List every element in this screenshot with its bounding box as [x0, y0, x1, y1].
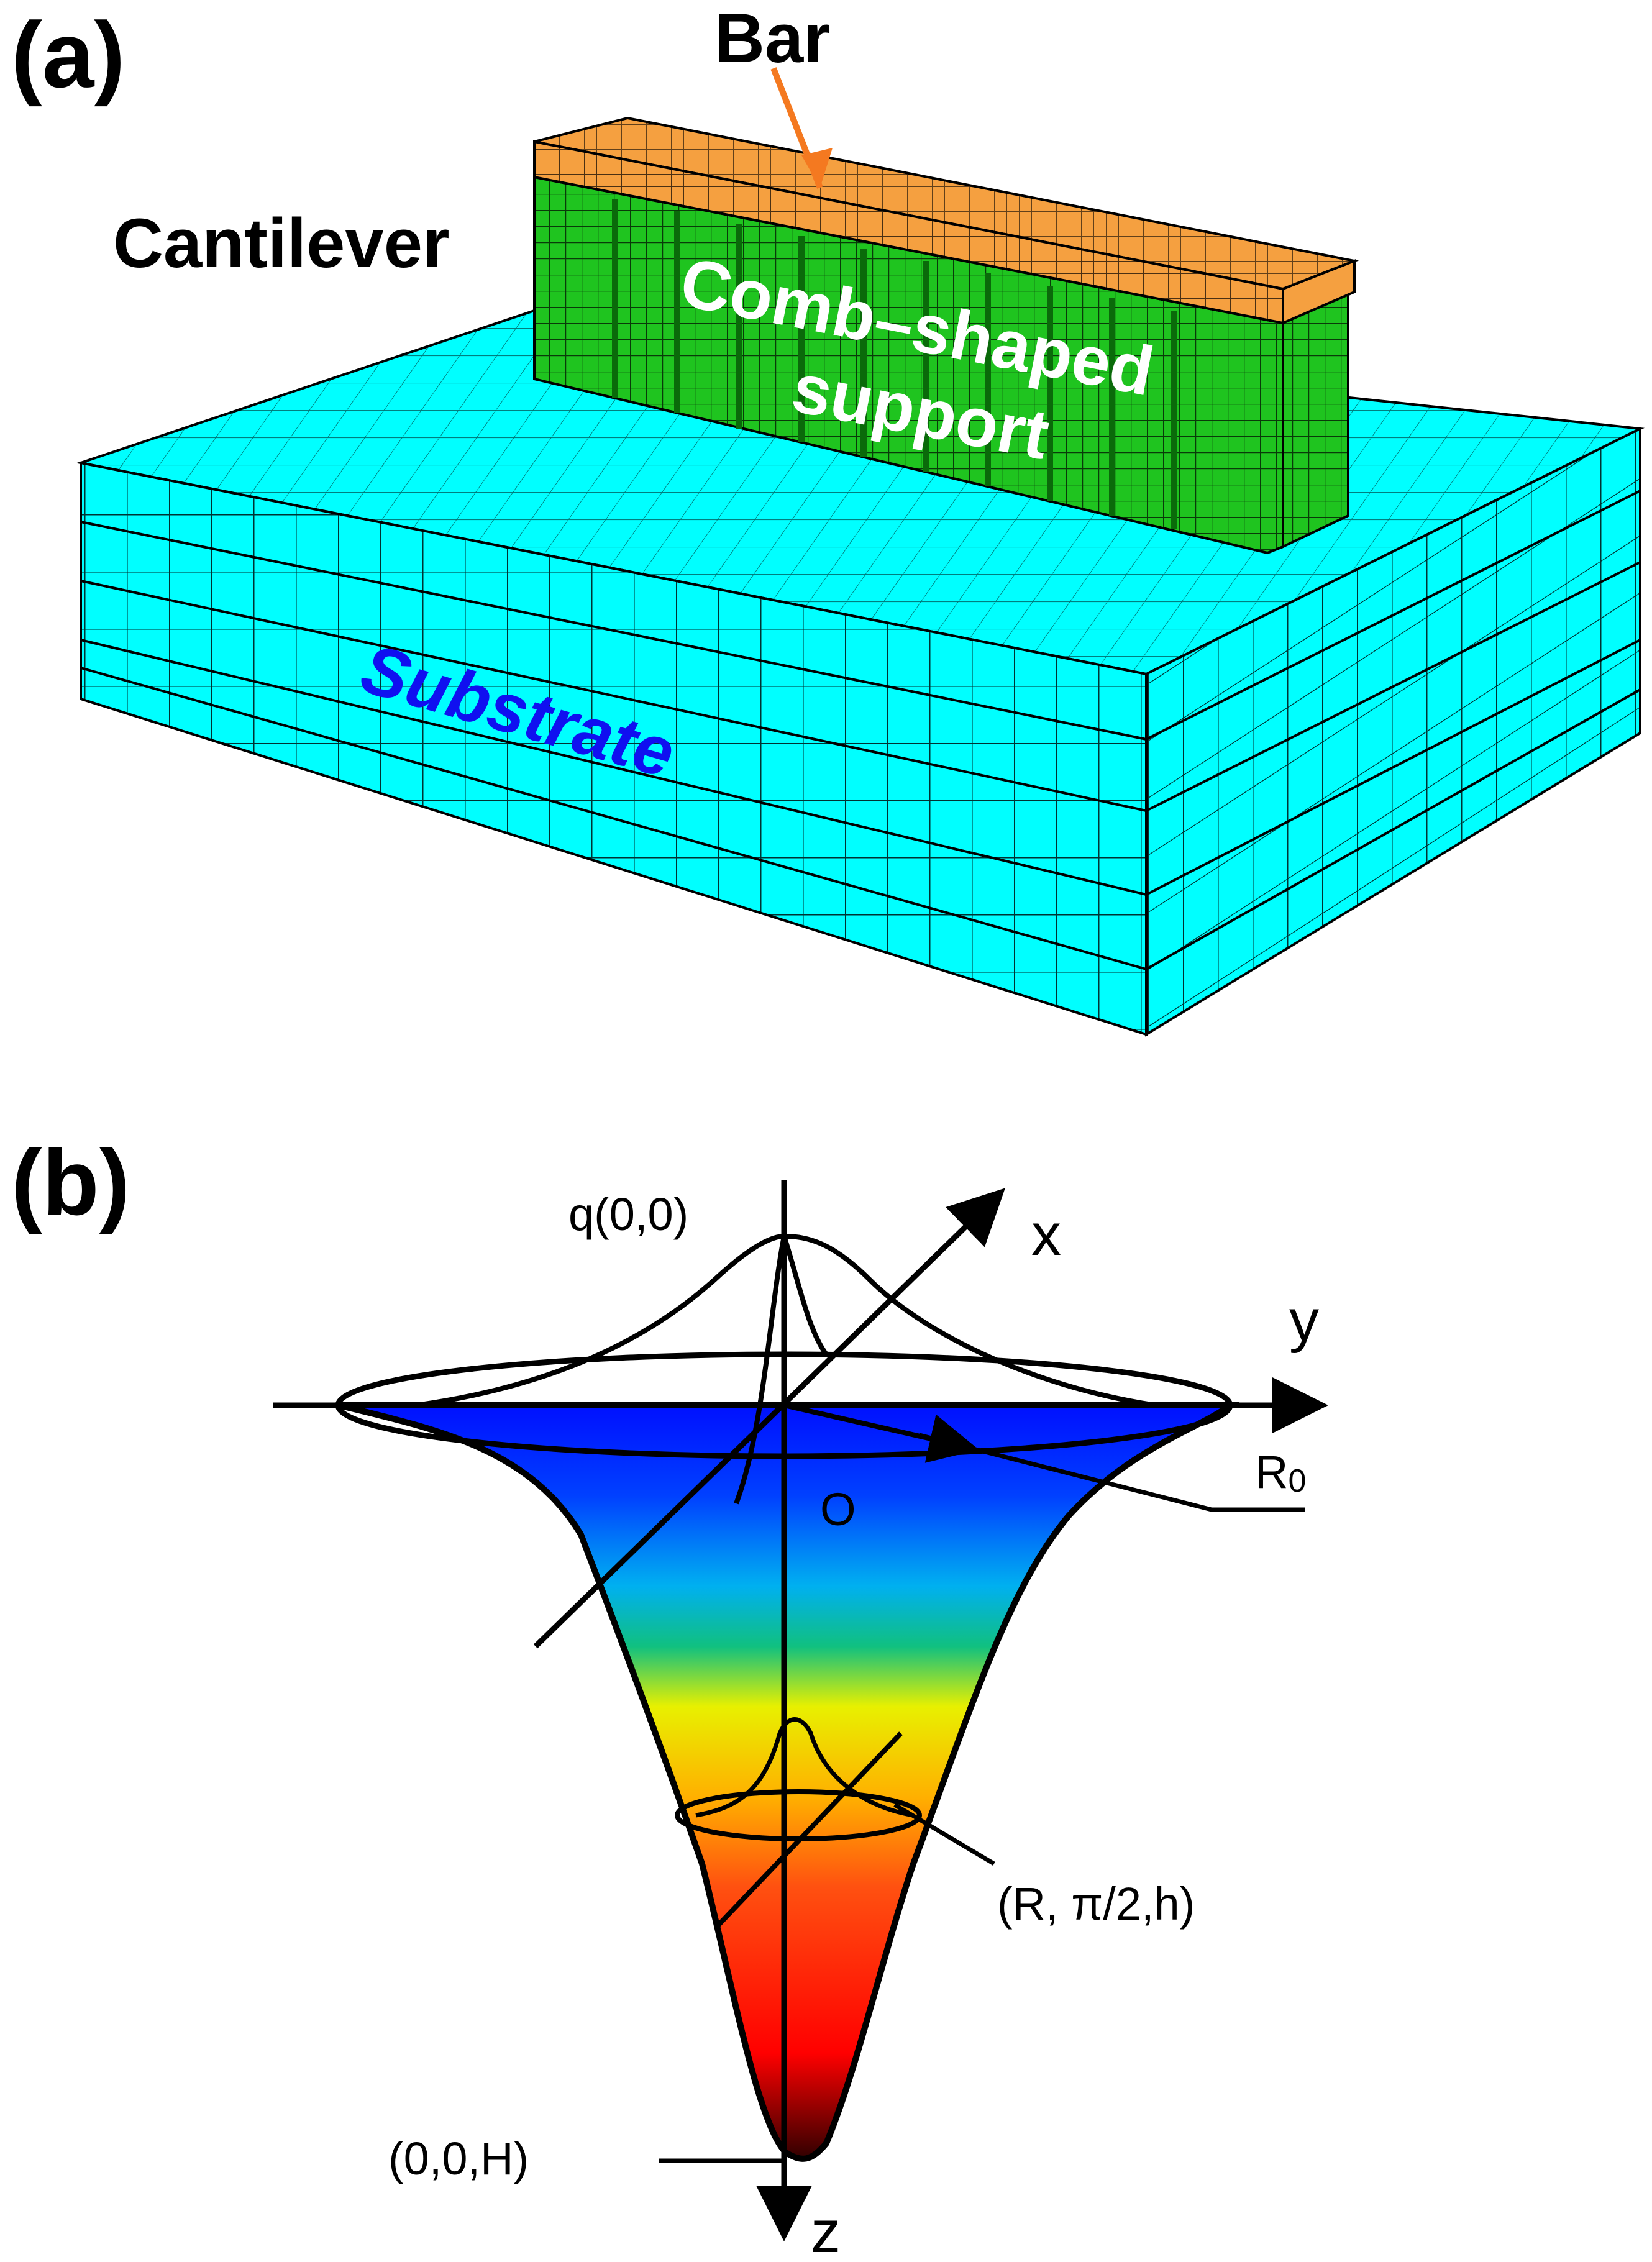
- panel-b: (b) q(0,0) x y z O R0 (R, π/2,h) (0,0,H): [11, 1130, 1328, 2262]
- support-end-mesh: [1283, 292, 1348, 547]
- panel-a: (a): [11, 0, 1645, 1037]
- r0-label: R0: [1255, 1446, 1306, 1499]
- bar-top-mesh: [534, 118, 1354, 289]
- q00-label: q(0,0): [568, 1188, 688, 1240]
- bar-end-face: [1282, 259, 1356, 326]
- depth-gaussian-curve: [695, 1717, 914, 1818]
- support-front-mesh: [534, 177, 1283, 553]
- bar-pointer-arrowhead: [801, 148, 833, 188]
- bar-front-mesh: [534, 142, 1283, 323]
- x-axis-depth: [716, 1731, 903, 1928]
- comb-support: [533, 175, 1349, 555]
- cantilever-bar: [533, 116, 1359, 326]
- z-axis-label: z: [811, 2199, 841, 2262]
- substrate-side-rows: [1146, 490, 1641, 970]
- rh-leader-line: [893, 1802, 995, 1866]
- bottom-point-label: (0,0,H): [388, 2133, 529, 2184]
- r0-leader-line: [919, 1433, 1305, 1512]
- x-axis: [533, 1188, 1005, 1649]
- y-axis-label: y: [1289, 1287, 1319, 1354]
- substrate-front-mesh: [81, 463, 1146, 1034]
- x-axis-label: x: [1031, 1202, 1061, 1268]
- depth-point-label: (R, π/2,h): [997, 1878, 1195, 1930]
- substrate-side-mesh: [1146, 429, 1640, 1034]
- panel-a-label: (a): [11, 2, 125, 107]
- substrate-front-rows: [80, 521, 1147, 970]
- comb-teeth: [612, 199, 1177, 529]
- cantilever-label: Cantilever: [113, 204, 450, 282]
- bar-label: Bar: [714, 0, 831, 77]
- panel-b-label: (b): [11, 1130, 130, 1234]
- origin-label: O: [820, 1484, 856, 1535]
